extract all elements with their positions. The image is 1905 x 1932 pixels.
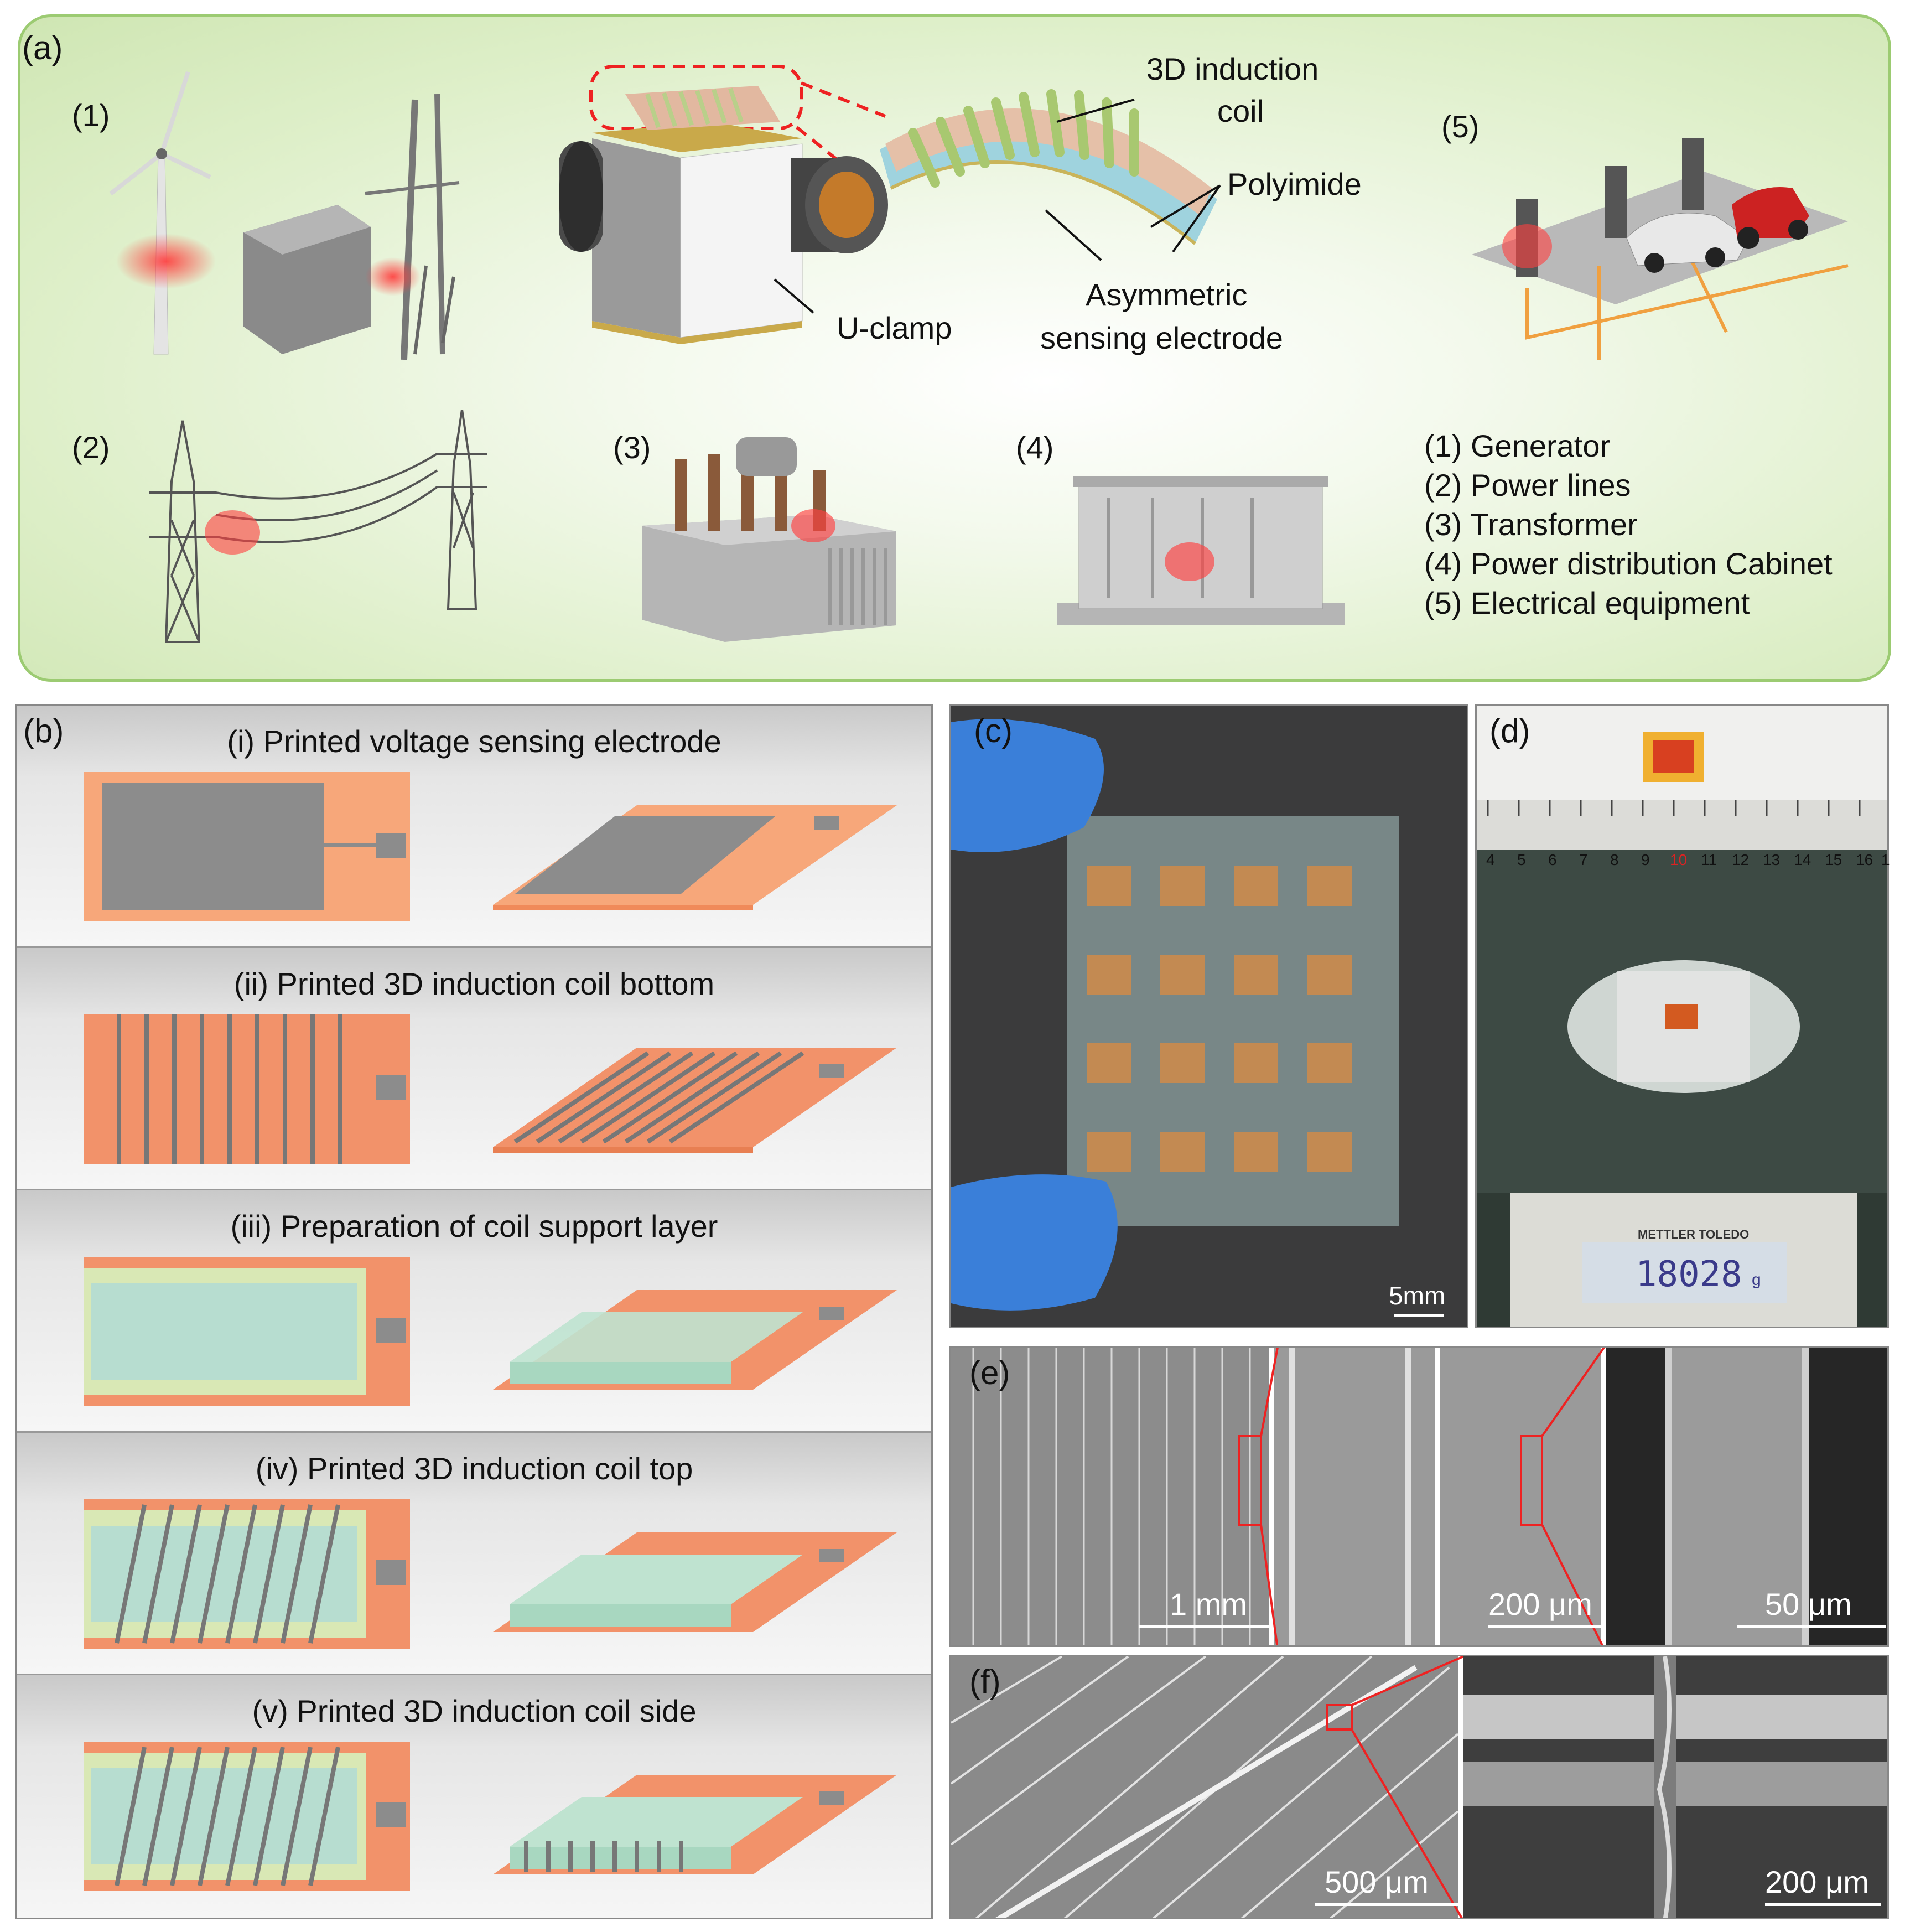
step-5-diagram xyxy=(84,1742,897,1891)
glass-slide-photo xyxy=(951,706,1467,1327)
ruler-tick: 14 xyxy=(1794,851,1811,868)
panel-e-tag: (e) xyxy=(969,1354,1010,1391)
step-title: (i) Printed voltage sensing electrode xyxy=(227,724,721,759)
sem-e-scale-1: 1 mm xyxy=(1170,1587,1247,1622)
panel-f xyxy=(949,1655,1889,1919)
step-4-diagram xyxy=(84,1499,897,1649)
callout-polyimide: Polyimide xyxy=(1227,167,1362,201)
sublabel-2: (2) xyxy=(72,430,110,465)
panel-d-tag: (d) xyxy=(1489,712,1530,749)
sem-f-scale-2: 200 μm xyxy=(1765,1864,1869,1899)
ruler-tick: 7 xyxy=(1579,851,1588,868)
sem-f xyxy=(951,1656,1887,1918)
panel-c-photo xyxy=(949,704,1468,1328)
ruler-tick: 6 xyxy=(1548,851,1557,868)
legend-item: (3) Transformer xyxy=(1424,507,1638,542)
ruler-tick: 12 xyxy=(1732,851,1750,868)
sublabel-5: (5) xyxy=(1441,109,1480,144)
balance-brand: METTLER TOLEDO xyxy=(1638,1227,1750,1241)
ruler-tick: 11 xyxy=(1701,851,1717,868)
generator-illustration xyxy=(109,71,460,360)
panel-d-photo xyxy=(1475,704,1889,1328)
panel-a-tag: (a) xyxy=(22,29,63,66)
ruler-tick: 5 xyxy=(1517,851,1526,868)
sem-e-scale-bar-2 xyxy=(1488,1625,1605,1628)
legend: (1) Generator (2) Power lines (3) Transf… xyxy=(1424,426,1878,623)
sem-e-scale-bar-1 xyxy=(1139,1625,1271,1628)
step-2-diagram xyxy=(84,1014,897,1164)
sem-e xyxy=(951,1348,1887,1645)
ruler-tick: 15 xyxy=(1825,851,1842,868)
step-3-diagram xyxy=(84,1257,897,1406)
ruler-tick: 8 xyxy=(1610,851,1619,868)
step-1-diagram xyxy=(84,772,897,921)
sem-e-scale-2: 200 μm xyxy=(1488,1587,1592,1622)
panel-f-tag: (f) xyxy=(969,1663,1001,1700)
ruler-tick: 13 xyxy=(1763,851,1781,868)
sem-f-scale-1: 500 μm xyxy=(1325,1864,1429,1899)
sublabel-1: (1) xyxy=(72,98,110,133)
callout-electrode-2: sensing electrode xyxy=(1040,320,1283,355)
panel-b: (i) Printed voltage sensing electrode (i… xyxy=(15,704,933,1919)
sem-e-scale-3: 50 μm xyxy=(1765,1587,1852,1622)
ev-charging-illustration xyxy=(1472,138,1849,360)
step-3: (iii) Preparation of coil support layer xyxy=(17,1190,931,1433)
step-4: (iv) Printed 3D induction coil top xyxy=(17,1433,931,1675)
sublabel-4: (4) xyxy=(1016,430,1054,465)
ruler-tick: 10 xyxy=(1670,851,1688,868)
ruler-tick: 9 xyxy=(1641,851,1650,868)
panel-b-tag: (b) xyxy=(23,712,64,749)
step-title: (iv) Printed 3D induction coil top xyxy=(255,1451,693,1486)
balance-reading: 18028 xyxy=(1636,1254,1742,1295)
step-title: (v) Printed 3D induction coil side xyxy=(252,1693,697,1728)
ruler-numbers: 4 5 6 7 8 9 10 11 12 13 14 15 16 1 xyxy=(1475,851,1890,884)
panel-c-tag: (c) xyxy=(974,712,1013,749)
sem-f-scale-bar-1 xyxy=(1315,1903,1458,1906)
callout-coil-1: 3D induction xyxy=(1146,51,1319,86)
ruler-tick: 16 xyxy=(1856,851,1873,868)
callout-uclamp: U-clamp xyxy=(837,310,952,345)
transformer-illustration xyxy=(642,437,896,642)
step-1: (i) Printed voltage sensing electrode xyxy=(17,706,931,948)
panel-c-scale-bar xyxy=(1394,1314,1444,1317)
panel-c-scale-label: 5mm xyxy=(1389,1281,1446,1310)
cabinet-illustration xyxy=(1057,476,1345,625)
step-title: (iii) Preparation of coil support layer xyxy=(230,1209,718,1244)
step-2: (ii) Printed 3D induction coil bottom xyxy=(17,948,931,1190)
balance-photo xyxy=(1477,706,1887,1327)
balance-unit: g xyxy=(1752,1271,1761,1289)
step-title: (ii) Printed 3D induction coil bottom xyxy=(233,966,715,1001)
legend-item: (2) Power lines xyxy=(1424,468,1631,503)
step-5: (v) Printed 3D induction coil side xyxy=(17,1675,931,1918)
legend-item: (1) Generator xyxy=(1424,428,1611,463)
callout-coil-2: coil xyxy=(1217,94,1264,128)
ruler-tick: 1 xyxy=(1881,851,1890,868)
power-lines-illustration xyxy=(149,410,487,643)
ruler-tick: 4 xyxy=(1486,851,1495,868)
legend-item: (5) Electrical equipment xyxy=(1424,586,1750,620)
sublabel-3: (3) xyxy=(613,430,651,465)
panel-e xyxy=(949,1346,1889,1647)
sensor-illustration xyxy=(559,65,1221,344)
sem-e-scale-bar-3 xyxy=(1737,1625,1886,1628)
callout-electrode-1: Asymmetric xyxy=(1086,277,1248,312)
sem-f-scale-bar-2 xyxy=(1765,1903,1881,1906)
legend-item: (4) Power distribution Cabinet xyxy=(1424,546,1833,581)
